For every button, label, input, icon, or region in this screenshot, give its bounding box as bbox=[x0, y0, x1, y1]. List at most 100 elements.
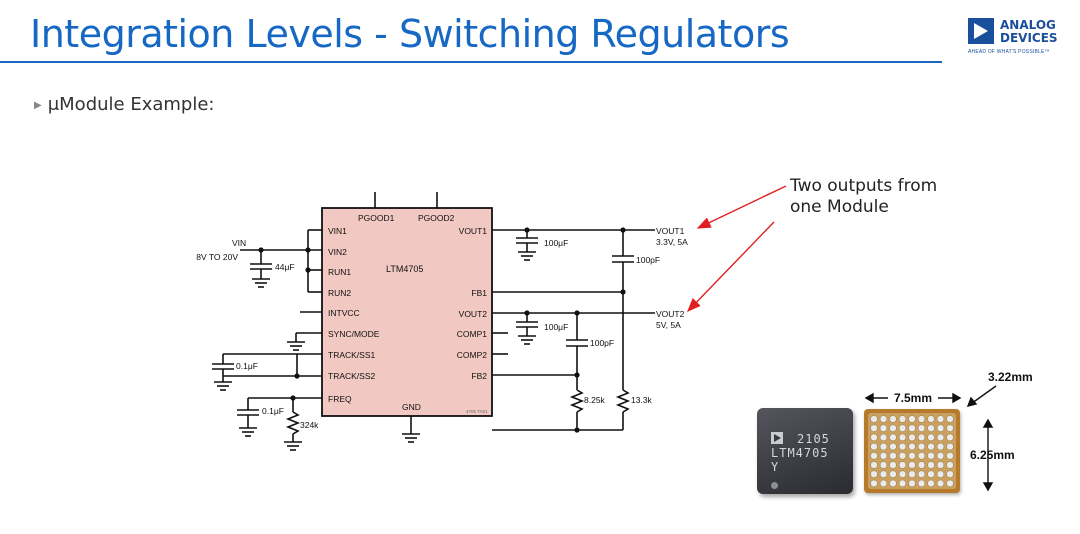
vout2-label: VOUT2 bbox=[656, 309, 685, 319]
solder-ball bbox=[898, 433, 907, 442]
vout2-spec: 5V, 5A bbox=[656, 320, 681, 330]
solder-ball bbox=[879, 470, 888, 478]
solder-ball bbox=[879, 461, 888, 469]
pin-fb1: FB1 bbox=[471, 288, 487, 298]
solder-ball bbox=[946, 433, 954, 442]
solder-ball bbox=[936, 470, 945, 478]
callout-arrow-vout1 bbox=[696, 185, 787, 229]
solder-ball bbox=[917, 461, 926, 469]
solder-ball bbox=[898, 470, 907, 478]
cff2-label: 100pF bbox=[590, 338, 614, 348]
solder-ball bbox=[927, 470, 935, 478]
solder-ball bbox=[946, 424, 954, 432]
pin-fb2: FB2 bbox=[471, 371, 487, 381]
solder-ball bbox=[946, 442, 954, 451]
vout1-spec: 3.3V, 5A bbox=[656, 237, 688, 247]
css1-label: 0.1μF bbox=[236, 361, 258, 371]
solder-ball bbox=[889, 452, 897, 460]
chip-logo-icon bbox=[771, 432, 783, 444]
slide-title: Integration Levels - Switching Regulator… bbox=[30, 12, 790, 56]
pin-track-ss2: TRACK/SS2 bbox=[328, 371, 376, 381]
callout-line-1: Two outputs from bbox=[790, 176, 938, 196]
solder-ball bbox=[936, 479, 945, 488]
solder-ball bbox=[898, 461, 907, 469]
pin-pgood1: PGOOD1 bbox=[358, 213, 395, 223]
solder-ball bbox=[898, 479, 907, 488]
package-width: 7.5mm bbox=[894, 391, 932, 405]
chip-marking-extra: Y bbox=[771, 460, 780, 474]
solder-ball bbox=[870, 433, 878, 442]
solder-ball bbox=[889, 442, 897, 451]
ic-name: LTM4705 bbox=[386, 264, 423, 274]
solder-ball bbox=[879, 442, 888, 451]
solder-ball bbox=[879, 415, 888, 423]
bga-substrate bbox=[868, 413, 956, 489]
cin-label: 44μF bbox=[275, 262, 295, 272]
pin-run1: RUN1 bbox=[328, 267, 351, 277]
solder-ball bbox=[927, 442, 935, 451]
logo-line-2: DEVICES bbox=[1000, 31, 1058, 45]
pin-vin2: VIN2 bbox=[328, 247, 347, 257]
solder-ball bbox=[946, 479, 954, 488]
solder-ball bbox=[908, 415, 916, 423]
title-divider bbox=[0, 61, 942, 63]
pin-vin1: VIN1 bbox=[328, 226, 347, 236]
solder-ball bbox=[870, 452, 878, 460]
package-thickness: 3.22mm bbox=[988, 370, 1033, 384]
solder-ball bbox=[889, 470, 897, 478]
solder-ball bbox=[927, 452, 935, 460]
cout1-label: 100μF bbox=[544, 238, 568, 248]
solder-ball bbox=[927, 424, 935, 432]
solder-ball bbox=[879, 433, 888, 442]
solder-ball bbox=[908, 452, 916, 460]
pin-gnd: GND bbox=[402, 402, 421, 412]
bullet-arrow-icon: ▶ bbox=[34, 100, 42, 111]
solder-ball bbox=[927, 461, 935, 469]
chip-marking-part: LTM4705 bbox=[771, 446, 829, 460]
solder-ball bbox=[889, 415, 897, 423]
solder-ball bbox=[908, 442, 916, 451]
solder-ball bbox=[908, 479, 916, 488]
module-package-photo: 2105 LTM4705 Y bbox=[757, 408, 853, 494]
bga-ball-array bbox=[870, 415, 954, 488]
solder-ball bbox=[936, 424, 945, 432]
solder-ball bbox=[870, 470, 878, 478]
logo-line-1: ANALOG bbox=[1000, 18, 1056, 32]
solder-ball bbox=[936, 461, 945, 469]
cout2-label: 100μF bbox=[544, 322, 568, 332]
solder-ball bbox=[908, 424, 916, 432]
pin-run2: RUN2 bbox=[328, 288, 351, 298]
bullet-item: ▶μModule Example: bbox=[34, 94, 214, 115]
ic-body bbox=[321, 207, 493, 417]
solder-ball bbox=[917, 470, 926, 478]
solder-ball bbox=[936, 452, 945, 460]
logo-tagline: AHEAD OF WHAT'S POSSIBLE™ bbox=[968, 49, 1050, 55]
solder-ball bbox=[917, 424, 926, 432]
solder-ball bbox=[898, 415, 907, 423]
solder-ball bbox=[946, 452, 954, 460]
solder-ball bbox=[936, 433, 945, 442]
solder-ball bbox=[898, 424, 907, 432]
solder-ball bbox=[936, 442, 945, 451]
callout-line-2: one Module bbox=[790, 197, 889, 217]
solder-ball bbox=[917, 452, 926, 460]
solder-ball bbox=[870, 461, 878, 469]
vout1-label: VOUT1 bbox=[656, 226, 685, 236]
solder-ball bbox=[879, 452, 888, 460]
pin-freq: FREQ bbox=[328, 394, 352, 404]
solder-ball bbox=[917, 479, 926, 488]
pin-comp2: COMP2 bbox=[457, 350, 488, 360]
solder-ball bbox=[889, 461, 897, 469]
solder-ball bbox=[908, 433, 916, 442]
solder-ball bbox=[870, 479, 878, 488]
solder-ball bbox=[927, 433, 935, 442]
chip-marking-code: 2105 bbox=[797, 432, 830, 446]
solder-ball bbox=[889, 424, 897, 432]
solder-ball bbox=[917, 433, 926, 442]
rfreq-label: 324k bbox=[300, 420, 319, 430]
solder-ball bbox=[946, 415, 954, 423]
pin-track-ss1: TRACK/SS1 bbox=[328, 350, 376, 360]
solder-ball bbox=[870, 415, 878, 423]
solder-ball bbox=[927, 479, 935, 488]
